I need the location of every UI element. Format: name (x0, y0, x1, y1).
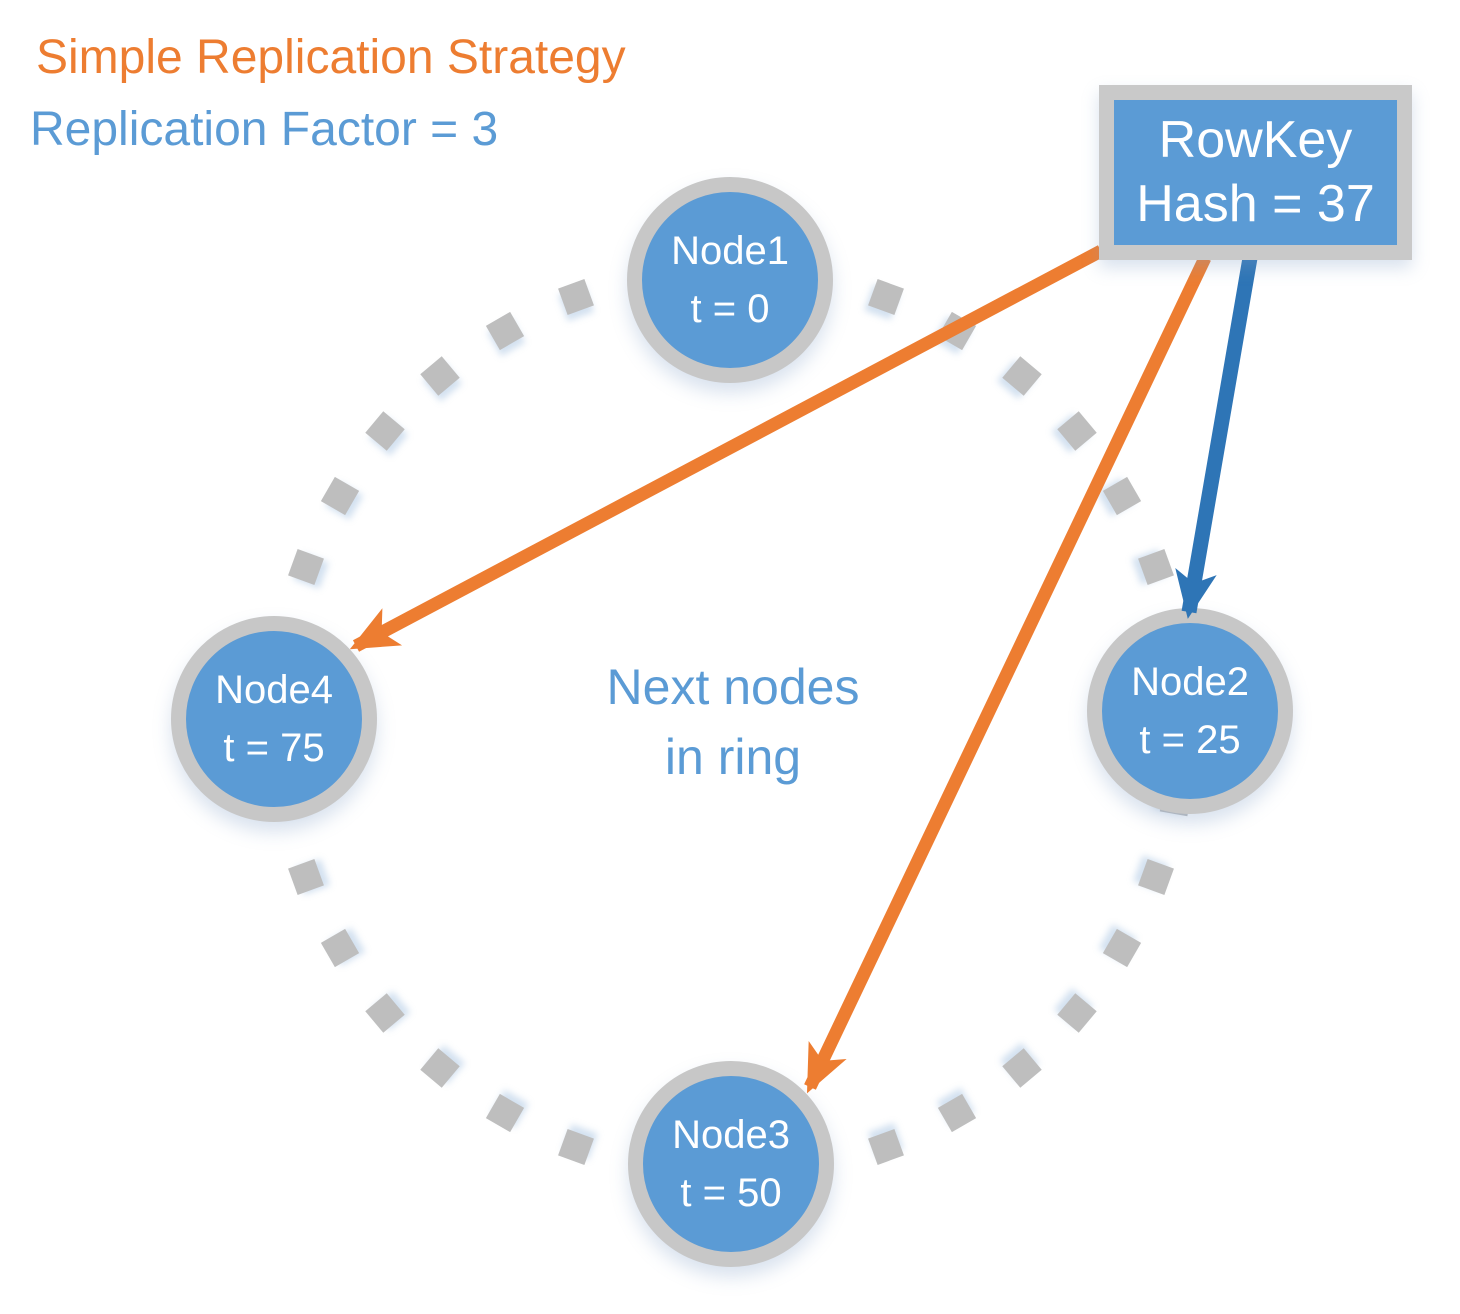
node-token: t = 50 (680, 1171, 782, 1215)
rowkey-hash-value: Hash = 37 (1136, 174, 1375, 233)
node-name: Node3 (672, 1113, 790, 1157)
rowkey-to-node4-arrow (349, 245, 1105, 652)
rowkey-label: RowKey (1158, 111, 1353, 170)
rowkey-to-node3-arrow (804, 255, 1211, 1094)
rowkey-to-node2-arrow (1175, 256, 1258, 619)
node-token: t = 75 (223, 726, 325, 770)
center-label-line1: Next nodes (606, 659, 860, 715)
replication-factor-label: Replication Factor = 3 (30, 103, 499, 156)
ring-center-label: Next nodes in ring (563, 652, 903, 792)
node-name: Node4 (215, 668, 333, 712)
node-name: Node2 (1131, 660, 1249, 704)
rowkey-box: RowKey Hash = 37 (1099, 85, 1412, 260)
node-token: t = 25 (1139, 718, 1241, 762)
node-name: Node1 (671, 229, 789, 273)
center-label-line2: in ring (664, 729, 802, 785)
diagram-title: Simple Replication Strategy (36, 31, 626, 84)
node-token: t = 0 (690, 287, 770, 331)
